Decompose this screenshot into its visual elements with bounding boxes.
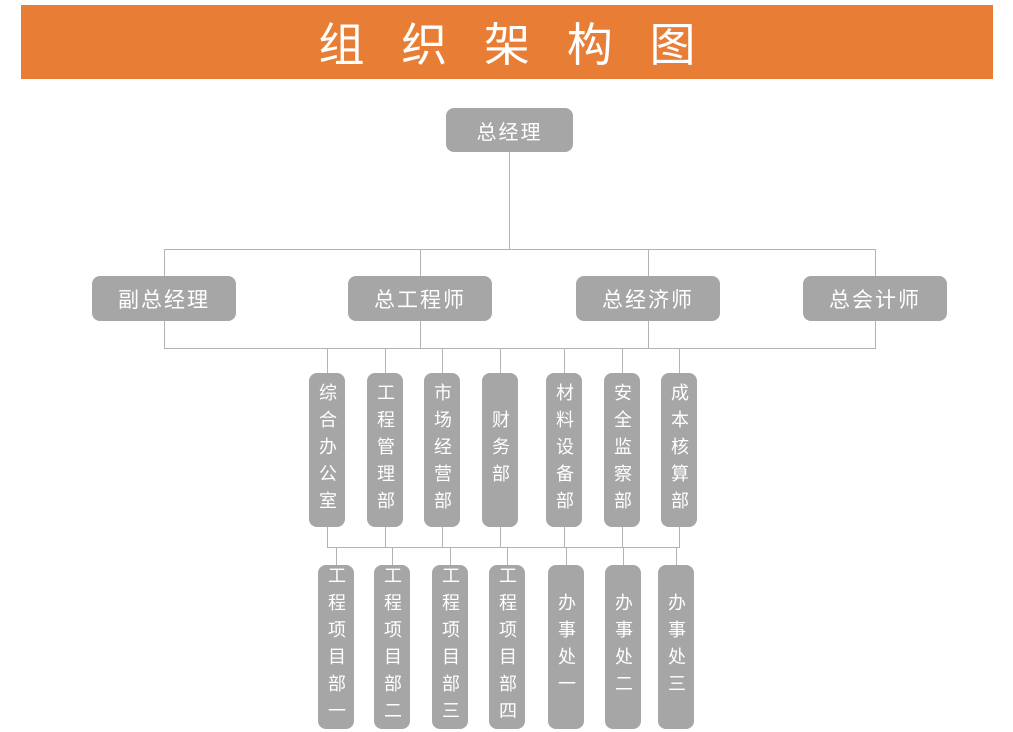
- node-general-office: 综合办公室: [309, 373, 345, 527]
- connector: [509, 152, 510, 249]
- connector: [164, 348, 876, 349]
- node-label: 总经理: [476, 121, 543, 144]
- node-office-1: 办事处一: [548, 565, 584, 729]
- node-market-operation-dept: 市场经营部: [424, 373, 460, 527]
- connector: [623, 547, 624, 565]
- node-engineering-management-dept: 工程管理部: [367, 373, 403, 527]
- node-chief-economist: 总经济师: [576, 276, 720, 321]
- node-chief-engineer: 总工程师: [348, 276, 492, 321]
- page-title: 组 织 架 构 图: [318, 19, 708, 71]
- node-label: 副总经理: [118, 288, 210, 312]
- node-label: 总经济师: [602, 288, 694, 312]
- connector: [336, 547, 337, 565]
- node-project-dept-1: 工程项目部一: [318, 565, 354, 729]
- node-cost-accounting-dept: 成本核算部: [661, 373, 697, 527]
- node-chief-accountant: 总会计师: [803, 276, 947, 321]
- node-office-2: 办事处二: [605, 565, 641, 729]
- node-project-dept-4: 工程项目部四: [489, 565, 525, 729]
- node-safety-supervision-dept: 安全监察部: [604, 373, 640, 527]
- node-deputy-general-manager: 副总经理: [92, 276, 236, 321]
- node-materials-equipment-dept: 材料设备部: [546, 373, 582, 527]
- node-finance-dept: 财务部: [482, 373, 518, 527]
- title-banner: 组 织 架 构 图: [21, 5, 993, 79]
- connector: [164, 249, 876, 250]
- connector: [676, 547, 677, 565]
- connector: [566, 547, 567, 565]
- connector: [450, 547, 451, 565]
- node-label: 总工程师: [374, 288, 466, 312]
- connector: [507, 547, 508, 565]
- node-label: 总会计师: [829, 288, 921, 312]
- node-office-3: 办事处三: [658, 565, 694, 729]
- connector: [392, 547, 393, 565]
- connector: [327, 547, 680, 548]
- node-project-dept-3: 工程项目部三: [432, 565, 468, 729]
- node-general-manager: 总经理: [446, 108, 573, 152]
- node-project-dept-2: 工程项目部二: [374, 565, 410, 729]
